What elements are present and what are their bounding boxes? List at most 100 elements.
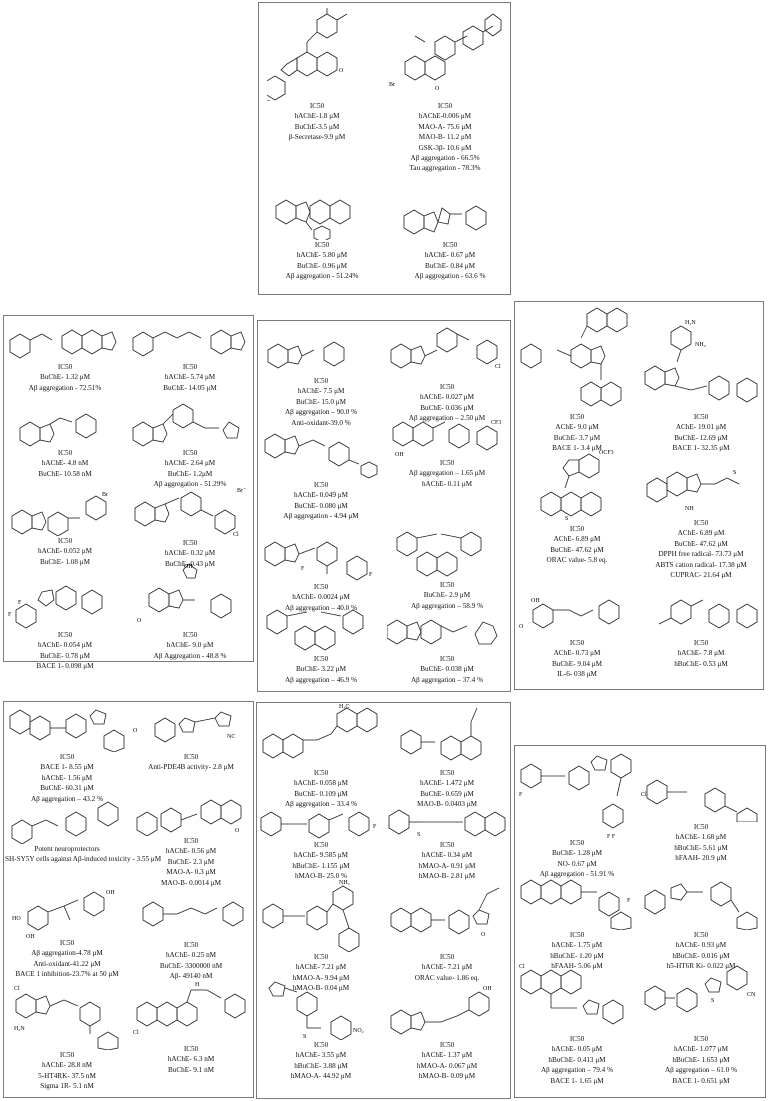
activity-line: Aβ aggregation-4.78 μM (31, 949, 103, 958)
activity-line: BACE 1- 8.55 μM (40, 763, 94, 772)
activity-data: IC50 hAChE- 1.077 μM hBuChE- 1.653 μM Aβ… (640, 1034, 762, 1086)
activity-line: hMAO-B- 0.09 μM (418, 1072, 476, 1081)
svg-text:H₃C: H₃C (339, 704, 349, 710)
activity-line: MAO-B- 0.0014 μM (161, 878, 221, 887)
activity-line: BuChE- 47.62 μM (550, 545, 604, 554)
activity-data: IC50 hAChE- 0.0024 μM Aβ aggregation – 4… (260, 582, 382, 613)
activity-line: BuChE- 15.0 μM (296, 397, 346, 406)
activity-line: BuChE- 1.2μM (167, 469, 213, 478)
svg-text:OH: OH (26, 934, 35, 938)
activity-line: IC50 (182, 539, 198, 547)
activity-data: IC50 hAChE- 28.8 nM 5-HT4RK- 37.5 nM Sig… (5, 1050, 129, 1092)
activity-data: IC50 hAChE- 1.68 μM hBuChE- 5.61 μM hFAA… (640, 822, 762, 864)
activity-line: IC50 (59, 939, 75, 947)
activity-line: SH-SY5Y cells against Aβ-induced toxicit… (5, 855, 162, 864)
activity-line: h5-HT6R Ki- 0.022 μM (666, 962, 736, 971)
activity-line: IC50 (693, 931, 709, 939)
activity-line: β-Secretase-9.9 μM (288, 133, 346, 142)
activity-data: IC50 hAChE- 0.058 μM BuChE- 0.109 μM Aβ … (258, 768, 384, 810)
svg-text:OH: OH (483, 986, 492, 992)
chemical-structure (644, 881, 758, 930)
compound-cell: IC50 BuChE- 2.9 μM Aβ aggregation – 58.9… (386, 522, 508, 611)
activity-line: BuChE- 0.78 μM (40, 651, 90, 660)
svg-text:O: O (137, 618, 142, 624)
chemical-structure (132, 329, 246, 357)
activity-line: Aβ aggregation – 40.0 % (284, 603, 358, 612)
compound-cell: IC50 hAChE- 5.74 μM BuChE- 14.05 μM (128, 320, 252, 393)
svg-text:CN: CN (747, 992, 756, 998)
activity-line: IC50 (693, 1035, 709, 1043)
svg-text:O: O (435, 86, 440, 92)
activity-line: hBuChE- 1.653 μM (672, 1055, 730, 1064)
activity-line: BuChE- 10.58 nM (38, 469, 92, 478)
svg-text:OH: OH (531, 598, 540, 604)
activity-data: IC50 hAChE- 0.93 μM hBuChE- 0.016 μM h5-… (640, 930, 762, 972)
activity-line: hAChE- 7.21 μM (421, 963, 473, 972)
svg-text:Br: Br (102, 492, 108, 498)
activity-data: IC50 BuChE- 1.32 μM Aβ aggregation - 72.… (5, 362, 125, 393)
activity-line: AChE- 0.73 μM (553, 649, 601, 658)
activity-line: IC50 (183, 1045, 199, 1053)
activity-line: IC50 (693, 823, 709, 831)
activity-line: Aβ aggregation – 2.50 μM (408, 414, 486, 423)
activity-line: hAChE- 0.054 μM (38, 641, 92, 650)
compound-cell: Br⁻Cl IC50 hAChE- 0.32 μM BuChE- 0.43 μM (128, 478, 252, 569)
activity-line: BuChE- 3.7 μM (553, 433, 601, 442)
compound-cell: Cl IC50 hAChE- 0.05 μM hBuChE- 0.413 μM … (516, 960, 638, 1086)
activity-data: IC50 hAChE- 9.585 μM hBuChE- 1.155 μM hM… (258, 840, 384, 882)
activity-line: IC50 (183, 941, 199, 949)
activity-line: ABTS cation radical- 17.38 μM (655, 560, 747, 569)
compound-cell: Br IC50 hAChE- 0.052 μM BuChE- 1.08 μM (5, 488, 125, 567)
compound-cell: O IC50 hAChE- 7.21 μM ORAC value- 1.86 e… (386, 884, 508, 983)
panel-left-bottom (3, 701, 254, 1098)
compound-cell: H₃C IC50 hAChE- 0.058 μM BuChE- 0.109 μM… (258, 704, 384, 810)
activity-line: DPPH free radical- 73.73 μM (658, 550, 744, 559)
activity-line: hBuChE- 1.20 μM (550, 951, 604, 960)
activity-line: hAChE- 0.56 μM (165, 847, 217, 856)
panel-right-bottom (514, 745, 766, 1098)
activity-line: hAChE- 1.56 μM (41, 773, 93, 782)
activity-line: hAChE- 7.8 μM (677, 649, 725, 658)
chemical-structure: Cl (390, 327, 501, 370)
activity-data: IC50 hAChE- 6.3 nM BuChE- 9.1 nM (130, 1044, 252, 1075)
activity-line: hAChE- 1.37 μM (421, 1051, 473, 1060)
activity-data: IC50 AChE- 19.01 μM BuChE- 12.69 μM BACE… (640, 412, 762, 454)
activity-line: BuChE- 0.080 μM (294, 501, 348, 510)
activity-line: IC50 (313, 583, 329, 591)
chemical-structure: BrO (389, 13, 502, 92)
activity-line: BuChE- 0.659 μM (420, 789, 474, 798)
activity-data: IC50 AChE- 6.89 μM BuChE- 47.62 μM ORAC … (516, 524, 638, 566)
activity-line: IC50 (569, 525, 585, 533)
activity-line: IC50 (439, 769, 455, 777)
activity-line: BACE 1- 3.4 μM (552, 444, 602, 453)
chemical-structure (266, 609, 364, 651)
activity-line: IC50 (59, 1051, 75, 1059)
activity-data: Potent neuroprotectors SH-SY5Y cells aga… (5, 844, 162, 865)
activity-line: Aβ aggregation – 43.2 % (30, 794, 104, 803)
svg-text:NC: NC (227, 734, 235, 740)
chemical-structure: FF F (519, 753, 632, 838)
svg-text:Cl: Cl (133, 1030, 139, 1036)
svg-text:F: F (369, 572, 373, 578)
activity-line: IC50 (313, 655, 329, 663)
activity-line: ORAC value- 1.86 eq. (414, 973, 480, 982)
activity-line: IC50 (313, 481, 329, 489)
chemical-structure: Cl (641, 779, 758, 822)
activity-data: IC50 hAChE- 0.049 μM BuChE- 0.080 μM Aβ … (260, 480, 382, 522)
svg-text:F F: F F (607, 834, 616, 838)
activity-line: IC50 (439, 581, 455, 589)
chemical-structure (267, 341, 345, 369)
activity-line: IC50 (313, 1041, 329, 1049)
chemical-structure (9, 709, 125, 752)
svg-text:O: O (481, 932, 486, 938)
activity-line: NO- 0.67 μM (557, 859, 597, 868)
activity-line: IC50 (439, 383, 455, 391)
activity-line: hBuChE- 5.61 μM (674, 843, 728, 852)
activity-line: hMAO-B- 2.81 μM (418, 872, 476, 881)
